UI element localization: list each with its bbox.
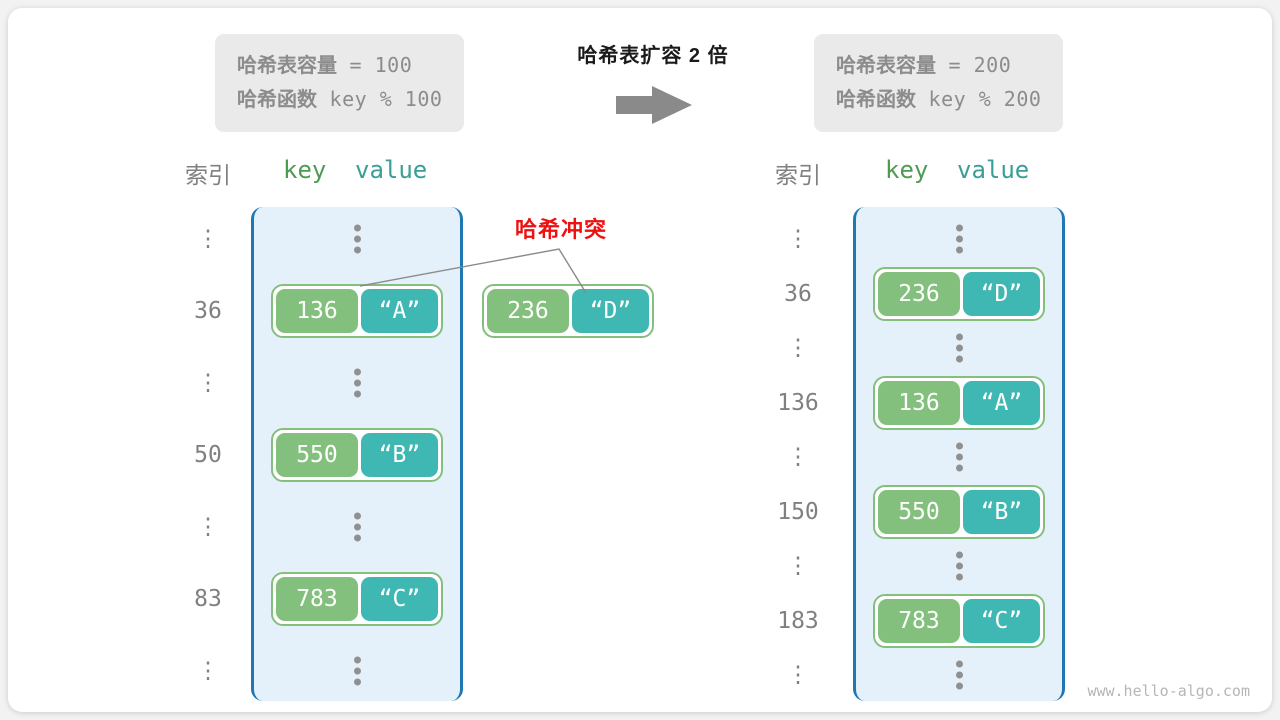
collision-entry-value: “D” (571, 289, 649, 333)
after-ellipsis-icon (954, 548, 964, 585)
before-entry-key: 550 (276, 433, 358, 477)
before-entry-value: “A” (360, 289, 438, 333)
after-info-box: 哈希表容量 = 200 哈希函数 key % 200 (814, 34, 1064, 132)
after-header-index: 索引 (775, 162, 821, 188)
after-entry-key: 136 (878, 380, 960, 425)
after-hashfn-line: 哈希函数 key % 200 (836, 82, 1041, 116)
right-arrow-icon (604, 86, 704, 134)
before-entry: 136“A” (271, 284, 443, 338)
before-info-box: 哈希表容量 = 100 哈希函数 key % 100 (215, 34, 465, 132)
before-hashfn-value: key % 100 (317, 87, 443, 111)
after-hashfn-label: 哈希函数 (836, 87, 916, 111)
collision-connector-lines (359, 248, 587, 294)
collision-label: 哈希冲突 (514, 217, 607, 242)
after-entry: 783“C” (873, 593, 1045, 648)
before-capacity-line: 哈希表容量 = 100 (237, 48, 442, 82)
before-entry: 550“B” (271, 428, 443, 482)
before-index-label: 50 (194, 442, 222, 468)
before-capacity-value: = 100 (337, 53, 413, 77)
before-index-label: 36 (194, 298, 222, 324)
after-capacity-line: 哈希表容量 = 200 (836, 48, 1041, 82)
after-entry: 136“A” (873, 375, 1045, 430)
after-header-value: value (957, 156, 1030, 184)
before-entry-value: “B” (360, 433, 438, 477)
after-capacity-label: 哈希表容量 (836, 53, 936, 77)
before-hashfn-label: 哈希函数 (237, 87, 317, 111)
after-entry: 236“D” (873, 266, 1045, 321)
after-entry-key: 236 (878, 271, 960, 316)
before-entry-value: “C” (360, 577, 438, 621)
before-entry-key: 136 (276, 289, 358, 333)
diagram-canvas: 哈希表容量 = 100 哈希函数 key % 100 哈希表扩容 2 倍 哈希表… (8, 8, 1272, 712)
before-header-key: key (283, 156, 327, 184)
after-entry-value: “B” (962, 489, 1040, 534)
before-index-label: ⋮ (196, 658, 220, 684)
before-capacity-label: 哈希表容量 (237, 53, 337, 77)
after-index-label: ⋮ (786, 553, 810, 579)
after-header-key: key (885, 156, 929, 184)
after-index-label: ⋮ (786, 662, 810, 688)
after-entry-value: “C” (962, 598, 1040, 643)
after-hashfn-value: key % 200 (916, 87, 1042, 111)
after-entry-key: 550 (878, 489, 960, 534)
before-index-label: 83 (194, 586, 222, 612)
before-header-index: 索引 (185, 162, 231, 188)
after-ellipsis-icon (954, 657, 964, 694)
after-index-label: 150 (777, 498, 819, 525)
after-ellipsis-icon (954, 221, 964, 258)
before-header-value: value (355, 156, 428, 184)
before-index-label: ⋮ (196, 370, 220, 396)
before-ellipsis-icon (352, 221, 362, 258)
after-ellipsis-icon (954, 330, 964, 367)
after-index-label: 136 (777, 389, 819, 416)
after-index-label: 36 (784, 280, 812, 307)
after-entry-key: 783 (878, 598, 960, 643)
before-hashfn-line: 哈希函数 key % 100 (237, 82, 442, 116)
after-index-label: ⋮ (786, 444, 810, 470)
after-index-label: ⋮ (786, 335, 810, 361)
before-ellipsis-icon (352, 509, 362, 546)
after-entry-value: “D” (962, 271, 1040, 316)
before-entry: 783“C” (271, 572, 443, 626)
collision-entry-key: 236 (487, 289, 569, 333)
after-ellipsis-icon (954, 439, 964, 476)
collision-overflow-entry: 236 “D” (482, 284, 654, 338)
before-index-label: ⋮ (196, 514, 220, 540)
after-entry: 550“B” (873, 484, 1045, 539)
after-entry-value: “A” (962, 380, 1040, 425)
before-index-label: ⋮ (196, 226, 220, 252)
before-entry-key: 783 (276, 577, 358, 621)
watermark: www.hello-algo.com (1087, 682, 1250, 700)
after-capacity-value: = 200 (936, 53, 1012, 77)
before-ellipsis-icon (352, 653, 362, 690)
after-index-label: ⋮ (786, 226, 810, 252)
expand-title: 哈希表扩容 2 倍 (577, 45, 729, 67)
after-index-label: 183 (777, 607, 819, 634)
before-ellipsis-icon (352, 365, 362, 402)
